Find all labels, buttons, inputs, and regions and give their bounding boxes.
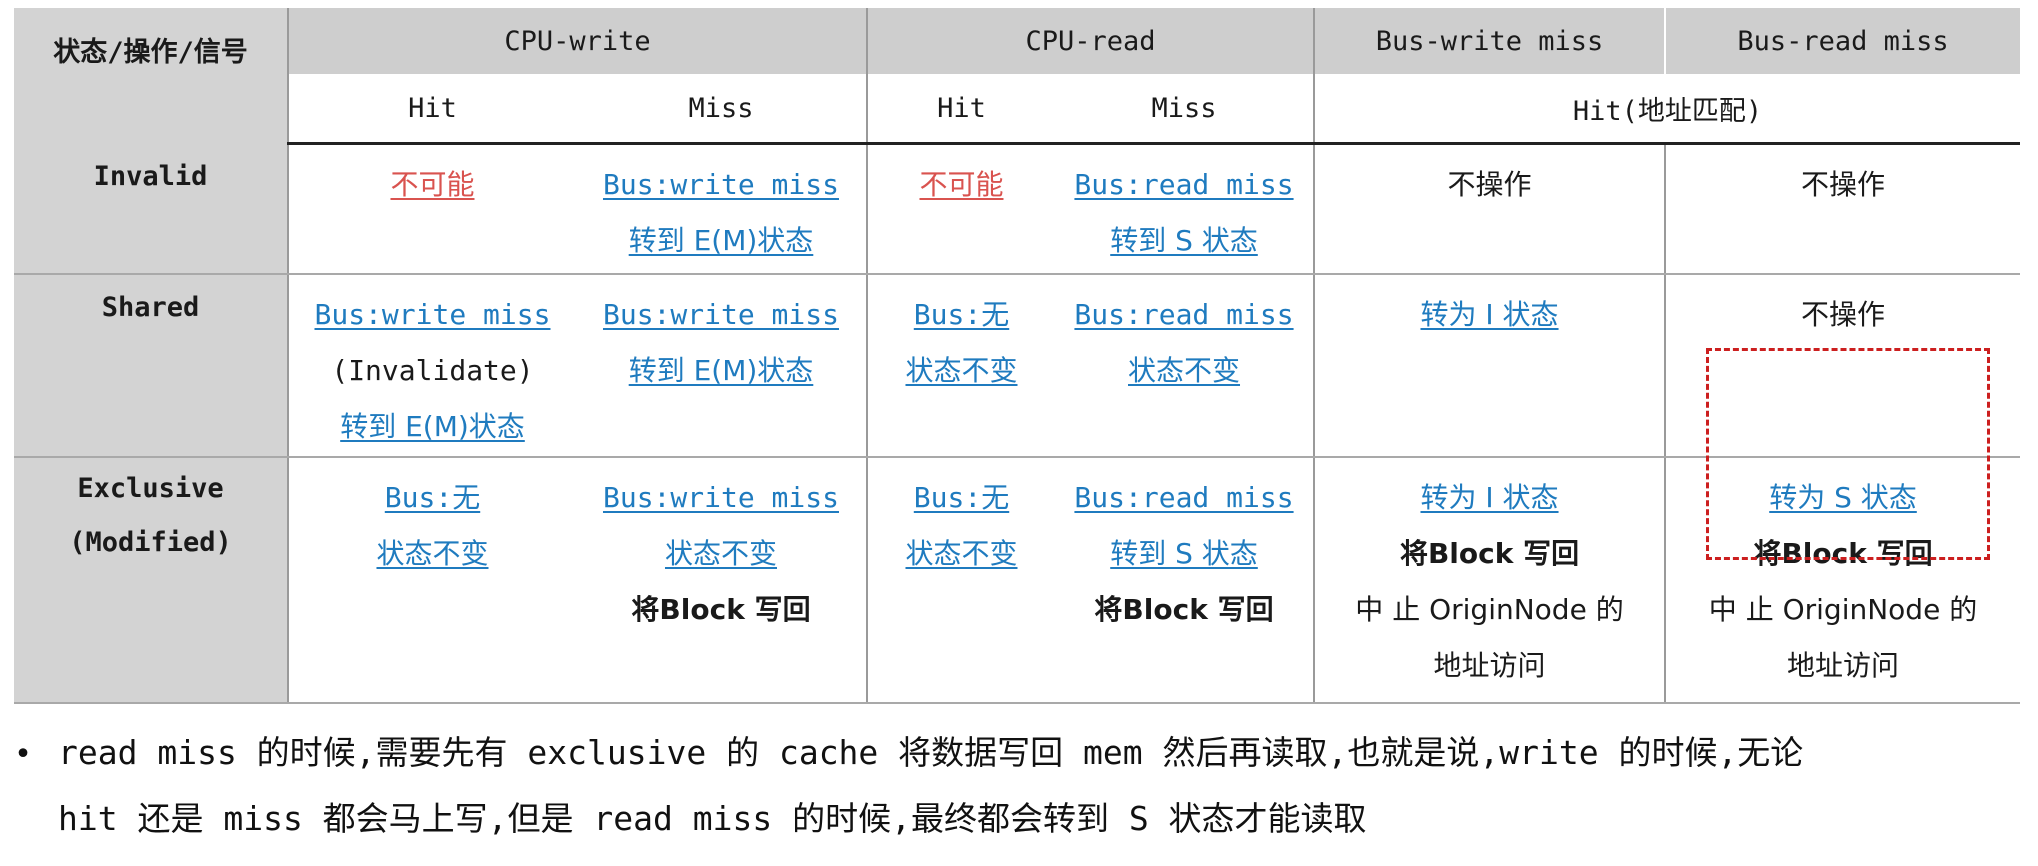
- impossible-text: 不可能: [919, 168, 1004, 201]
- state-transition-link[interactable]: 状态不变: [1128, 353, 1241, 387]
- impossible-text: 不可能: [390, 168, 475, 201]
- state-transition-link[interactable]: 状态不变: [905, 353, 1018, 387]
- cell-shared-bus-read: 不操作: [1664, 273, 2021, 458]
- cell-exclusive-cr-hit: Bus:无 状态不变: [866, 456, 1055, 704]
- bus-action-link[interactable]: Bus:write miss: [314, 297, 551, 331]
- cell-invalid-cr-hit: 不可能: [866, 143, 1055, 275]
- cell-invalid-cw-miss: Bus:write miss 转到 E(M)状态: [576, 143, 867, 275]
- table-row-invalid: Invalid 不可能 Bus:write miss 转到 E(M)状态 不可能…: [14, 143, 2021, 275]
- bus-action-link[interactable]: Bus:write miss: [602, 297, 839, 331]
- state-transition-link[interactable]: 转为 I 状态: [1420, 297, 1559, 331]
- cell-invalid-cr-miss: Bus:read miss 转到 S 状态: [1055, 143, 1315, 275]
- row-label-exclusive-line2: (Modified): [69, 526, 232, 558]
- corner-header: 状态/操作/信号: [14, 8, 289, 144]
- bus-action-link[interactable]: Bus:无: [913, 480, 1010, 514]
- abort-access-text: 中 止 OriginNode 的: [1708, 592, 1978, 626]
- no-op-text: 不操作: [1801, 297, 1886, 331]
- cell-invalid-bus-read: 不操作: [1664, 143, 2021, 275]
- subheader-cpu-write-miss: Miss: [576, 74, 867, 145]
- header-bus-write-miss: Bus-write miss: [1313, 8, 1666, 74]
- cell-shared-cw-miss: Bus:write miss 转到 E(M)状态: [576, 273, 867, 458]
- note-text-1: read miss 的时候,需要先有 exclusive 的 cache 将数据…: [58, 733, 1804, 772]
- note-text-2: hit 还是 miss 都会马上写,但是 read miss 的时候,最终都会转…: [58, 799, 1367, 838]
- mesi-state-table: 状态/操作/信号 CPU-write CPU-read Bus-write mi…: [14, 8, 2021, 704]
- table-row-exclusive: Exclusive (Modified) Bus:无 状态不变 Bus:writ…: [14, 456, 2021, 704]
- subheader-cpu-read-miss: Miss: [1055, 74, 1315, 145]
- note-line-2: hit 还是 miss 都会马上写,但是 read miss 的时候,最终都会转…: [14, 786, 2024, 852]
- abort-access-text-line2: 地址访问: [1433, 648, 1546, 682]
- bus-action-link[interactable]: Bus:write miss: [602, 168, 839, 201]
- writeback-text: 将Block 写回: [1399, 536, 1580, 570]
- header-bus-read-miss: Bus-read miss: [1664, 8, 2021, 74]
- writeback-text: 将Block 写回: [631, 592, 811, 626]
- cell-exclusive-cw-miss: Bus:write miss 状态不变 将Block 写回: [576, 456, 867, 704]
- bus-action-link[interactable]: Bus:write miss: [602, 480, 839, 514]
- state-transition-link[interactable]: 转到 S 状态: [1110, 224, 1258, 257]
- state-transition-link[interactable]: 转到 E(M)状态: [340, 409, 525, 443]
- bus-action-link[interactable]: Bus:read miss: [1074, 480, 1294, 514]
- cell-exclusive-bus-read: 转为 S 状态 将Block 写回 中 止 OriginNode 的 地址访问: [1664, 456, 2021, 704]
- cell-shared-cw-hit: Bus:write miss (Invalidate) 转到 E(M)状态: [287, 273, 576, 458]
- row-label-shared: Shared: [14, 273, 289, 458]
- bus-action-link[interactable]: Bus:无: [384, 480, 481, 514]
- no-op-text: 不操作: [1801, 168, 1886, 201]
- invalidate-text: (Invalidate): [331, 353, 534, 387]
- state-transition-link[interactable]: 转为 S 状态: [1769, 480, 1917, 514]
- note-line-1: • read miss 的时候,需要先有 exclusive 的 cache 将数…: [14, 720, 2024, 786]
- row-label-exclusive: Exclusive (Modified): [14, 456, 289, 704]
- row-label-invalid: Invalid: [14, 143, 289, 275]
- row-label-exclusive-line1: Exclusive: [77, 472, 224, 504]
- no-op-text: 不操作: [1447, 168, 1532, 201]
- header-cpu-write: CPU-write: [287, 8, 867, 74]
- bullet-icon: •: [14, 737, 33, 772]
- writeback-text: 将Block 写回: [1753, 536, 1933, 570]
- header-cpu-read: CPU-read: [865, 8, 1315, 74]
- state-transition-link[interactable]: 转到 S 状态: [1110, 536, 1258, 570]
- bus-action-link[interactable]: Bus:read miss: [1074, 297, 1294, 331]
- state-transition-link[interactable]: 状态不变: [376, 536, 489, 570]
- cell-shared-bus-write: 转为 I 状态: [1313, 273, 1666, 458]
- bus-action-link[interactable]: Bus:无: [913, 297, 1010, 331]
- cell-exclusive-cr-miss: Bus:read miss 转到 S 状态 将Block 写回: [1055, 456, 1315, 704]
- cell-shared-cr-hit: Bus:无 状态不变: [866, 273, 1055, 458]
- subheader-bus-hit: Hit(地址匹配): [1313, 74, 2021, 145]
- cell-invalid-cw-hit: 不可能: [287, 143, 576, 275]
- notes-section: • read miss 的时候,需要先有 exclusive 的 cache 将数…: [14, 720, 2024, 852]
- state-transition-link[interactable]: 状态不变: [664, 536, 777, 570]
- subheader-cpu-write-hit: Hit: [287, 74, 576, 145]
- bus-action-link[interactable]: Bus:read miss: [1074, 168, 1294, 201]
- state-transition-link[interactable]: 转为 I 状态: [1420, 480, 1559, 514]
- cell-exclusive-cw-hit: Bus:无 状态不变: [287, 456, 576, 704]
- cell-shared-cr-miss: Bus:read miss 状态不变: [1055, 273, 1315, 458]
- state-transition-link[interactable]: 转到 E(M)状态: [628, 224, 814, 257]
- abort-access-text-line2: 地址访问: [1787, 648, 1900, 682]
- cell-invalid-bus-write: 不操作: [1313, 143, 1666, 275]
- state-transition-link[interactable]: 转到 E(M)状态: [628, 353, 814, 387]
- cell-exclusive-bus-write: 转为 I 状态 将Block 写回 中 止 OriginNode 的 地址访问: [1313, 456, 1666, 704]
- writeback-text: 将Block 写回: [1094, 592, 1274, 626]
- table-row-shared: Shared Bus:write miss (Invalidate) 转到 E(…: [14, 273, 2021, 458]
- state-transition-link[interactable]: 状态不变: [905, 536, 1018, 570]
- subheader-cpu-read-hit: Hit: [866, 74, 1055, 145]
- abort-access-text: 中 止 OriginNode 的: [1355, 592, 1624, 626]
